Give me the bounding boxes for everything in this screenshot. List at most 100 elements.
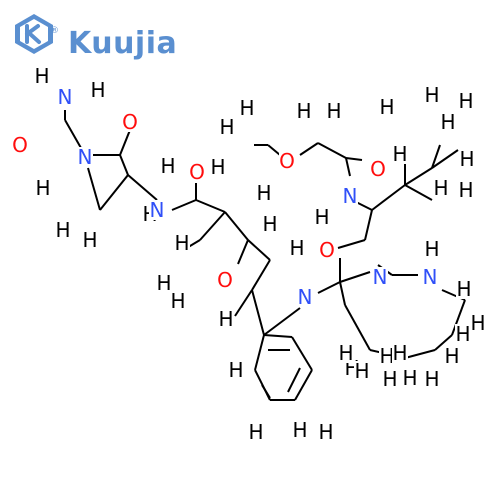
atom-42: H [424, 237, 440, 261]
atom-36: H [458, 178, 474, 202]
atom-label-18: H [170, 289, 185, 313]
bond-25 [263, 334, 293, 338]
atom-label-16: H [174, 231, 189, 255]
atom-label-61: H [338, 341, 353, 365]
atom-label-57: H [444, 344, 459, 368]
atom-label-42: H [424, 237, 439, 261]
atom-label-33: O [279, 149, 295, 173]
bond-39 [337, 239, 366, 249]
bond-18 [234, 289, 253, 317]
atom-label-8: H [55, 218, 70, 242]
atom-20: H [262, 212, 278, 236]
atom-label-40: H [314, 205, 329, 229]
atom-label-39: H [433, 176, 448, 200]
atom-label-48: H [354, 359, 369, 383]
atom-label-38: N [343, 184, 358, 208]
atom-label-53: N [423, 265, 438, 289]
bond-20 [263, 307, 301, 336]
atom-46: H [248, 420, 264, 444]
atom-16: H [174, 231, 190, 255]
atom-label-10: H [160, 154, 175, 178]
bond-19 [251, 289, 265, 336]
atom-2: H [34, 64, 50, 88]
atom-8: H [55, 218, 71, 242]
bond-52 [431, 144, 441, 169]
atom-25: H [210, 155, 226, 179]
aromatic-bond-2 [287, 367, 301, 393]
bond-4 [119, 129, 131, 156]
bond-6 [99, 174, 129, 211]
atom-label-56: H [455, 322, 470, 346]
atom-40: H [314, 205, 330, 229]
atom-47: H [318, 420, 334, 444]
brand-name: Kuujia [68, 26, 178, 61]
atom-label-19: O [217, 268, 233, 292]
atom-label-4: O [12, 133, 28, 157]
atom-21: H [289, 236, 305, 260]
atom-50: H [379, 344, 395, 368]
atom-58: H [424, 367, 440, 391]
bond-40 [371, 184, 406, 211]
atom-26: H [239, 96, 255, 120]
atom-label-7: H [35, 176, 50, 200]
atom-label-37: O [370, 157, 386, 181]
atom-60: H [382, 367, 398, 391]
atom-label-3: H [90, 78, 105, 102]
atom-43: H [228, 358, 244, 382]
bond-43 [404, 184, 433, 201]
atom-57: H [444, 344, 460, 368]
brand-logo: ® Kuujia [12, 12, 177, 61]
atom-label-12: N [150, 198, 165, 222]
bond-47 [451, 299, 466, 336]
atom-label-44: H [292, 418, 307, 442]
bond-53 [431, 149, 459, 169]
atom-label-60: H [382, 367, 397, 391]
atom-label-50: H [379, 344, 394, 368]
bond-5 [119, 154, 129, 176]
atom-label-20: H [262, 212, 277, 236]
atom-7: H [35, 176, 51, 200]
atom-14: O [189, 160, 205, 184]
bond-36 [345, 157, 351, 177]
atom-24: H [219, 115, 235, 139]
atom-22: H [218, 307, 234, 331]
atom-32: H [440, 110, 456, 134]
atom-label-47: H [318, 420, 333, 444]
bond-14 [224, 211, 249, 241]
atom-label-17: H [156, 271, 171, 295]
atom-39: H [433, 176, 449, 200]
atom-18: H [170, 289, 186, 313]
atom-17: H [156, 271, 172, 295]
atom-5: N [77, 145, 93, 169]
bond-26 [291, 336, 313, 371]
atom-15: H [256, 181, 272, 205]
atom-label-52: N [373, 265, 388, 289]
atom-3: H [90, 78, 106, 102]
atom-48: H [354, 359, 370, 383]
atom-label-25: H [210, 155, 225, 179]
atom-label-23: N [298, 285, 313, 309]
atom-label-28: H [326, 99, 341, 123]
bond-23 [339, 271, 371, 283]
bond-42 [404, 167, 433, 186]
atom-4: O [12, 133, 28, 157]
bond-27 [294, 369, 313, 401]
atom-52: N [372, 265, 388, 289]
bond-9 [171, 199, 197, 211]
atom-10: H [160, 154, 176, 178]
bond-48 [434, 334, 453, 351]
bond-16 [247, 239, 271, 261]
atom-label-6: O [122, 110, 138, 134]
bond-51 [344, 304, 371, 351]
atom-56: H [455, 322, 471, 346]
atom-27: H [296, 99, 312, 123]
atom-37: O [370, 157, 386, 181]
atom-label-32: H [440, 110, 455, 134]
bond-33 [299, 142, 319, 156]
atom-label-59: H [402, 366, 417, 390]
atom-53: N [422, 265, 438, 289]
atom-label-41: O [319, 238, 335, 262]
atom-label-43: H [228, 358, 243, 382]
atom-34: H [392, 142, 408, 166]
